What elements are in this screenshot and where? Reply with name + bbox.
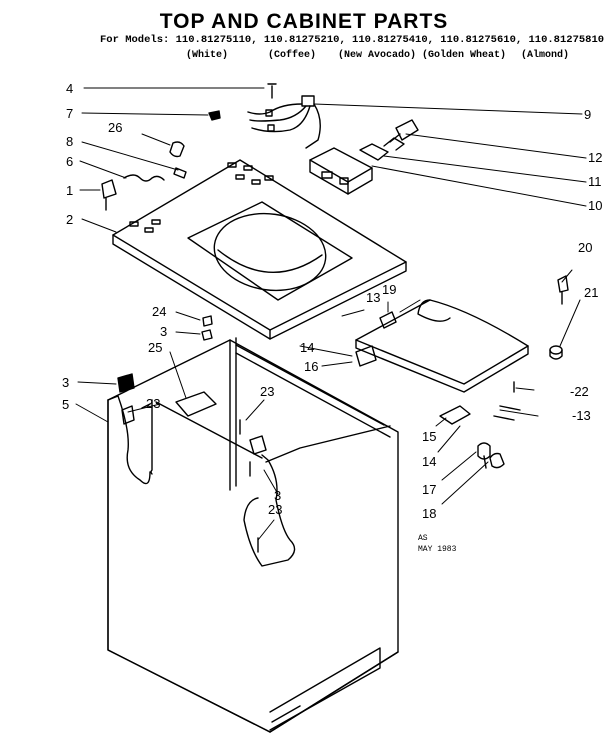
callout-26: 26 bbox=[108, 120, 122, 135]
callout-7: 7 bbox=[66, 106, 73, 121]
color-coffee: (Coffee) bbox=[268, 50, 317, 61]
callout-4: 4 bbox=[66, 81, 73, 96]
callout-1: 1 bbox=[66, 183, 73, 198]
callout-13-top: 13 bbox=[366, 290, 380, 305]
left-hardware-parts bbox=[117, 315, 267, 553]
callout-12: 12 bbox=[588, 150, 602, 165]
callout-21: 21 bbox=[584, 285, 598, 300]
console-panel-part bbox=[355, 299, 529, 393]
color-new-avocado: (New Avocado) bbox=[338, 50, 417, 61]
callout-5: 5 bbox=[62, 397, 69, 412]
callout-24: 24 bbox=[152, 304, 166, 319]
callout-3-lower: 3 bbox=[274, 488, 281, 503]
stamp-code: AS bbox=[418, 534, 428, 543]
callout-15: 15 bbox=[422, 429, 436, 444]
model-numbers: For Models: 110.81275110, 110.81275210, … bbox=[100, 34, 605, 46]
cabinet-part bbox=[107, 337, 399, 733]
callout-6: 6 bbox=[66, 154, 73, 169]
knob-parts-right bbox=[549, 275, 569, 360]
callout-13-right: -13 bbox=[572, 408, 591, 423]
color-golden-wheat: (Golden Wheat) bbox=[422, 50, 507, 61]
callout-3-left: 3 bbox=[62, 375, 69, 390]
callout-14-upper: 14 bbox=[300, 340, 314, 355]
stamp-date: MAY 1983 bbox=[418, 545, 457, 554]
callout-2: 2 bbox=[66, 212, 73, 227]
callout-3-upper: 3 bbox=[160, 324, 167, 339]
wire-harness-part bbox=[247, 95, 321, 149]
diagram-title: TOP AND CABINET PARTS bbox=[159, 10, 449, 33]
callout-9: 9 bbox=[584, 107, 591, 122]
callout-20: 20 bbox=[578, 240, 592, 255]
callout-17: 17 bbox=[422, 482, 436, 497]
callout-23-mid: 23 bbox=[260, 384, 274, 399]
callout-14-lower: 14 bbox=[422, 454, 436, 469]
lid-switch-part bbox=[309, 147, 373, 195]
top-cover-part bbox=[112, 159, 407, 340]
callout-leader-lines bbox=[75, 87, 587, 541]
callout-8: 8 bbox=[66, 134, 73, 149]
callout-16: 16 bbox=[304, 359, 318, 374]
callout-labels: 4 7 26 8 6 1 2 9 12 11 10 20 21 13 19 24… bbox=[62, 81, 602, 521]
small-hardware-parts bbox=[101, 83, 277, 211]
console-hardware-parts bbox=[439, 381, 521, 469]
callout-25: 25 bbox=[148, 340, 162, 355]
callout-11: 11 bbox=[588, 174, 602, 189]
callout-23-lower: 23 bbox=[268, 502, 282, 517]
callout-23-left: 23 bbox=[146, 396, 160, 411]
callout-18: 18 bbox=[422, 506, 436, 521]
switch-actuator-part bbox=[359, 119, 419, 161]
callout-10: 10 bbox=[588, 198, 602, 213]
callout-19: 19 bbox=[382, 282, 396, 297]
color-almond: (Almond) bbox=[521, 50, 570, 61]
callout-22: -22 bbox=[570, 384, 589, 399]
color-white: (White) bbox=[186, 50, 229, 61]
